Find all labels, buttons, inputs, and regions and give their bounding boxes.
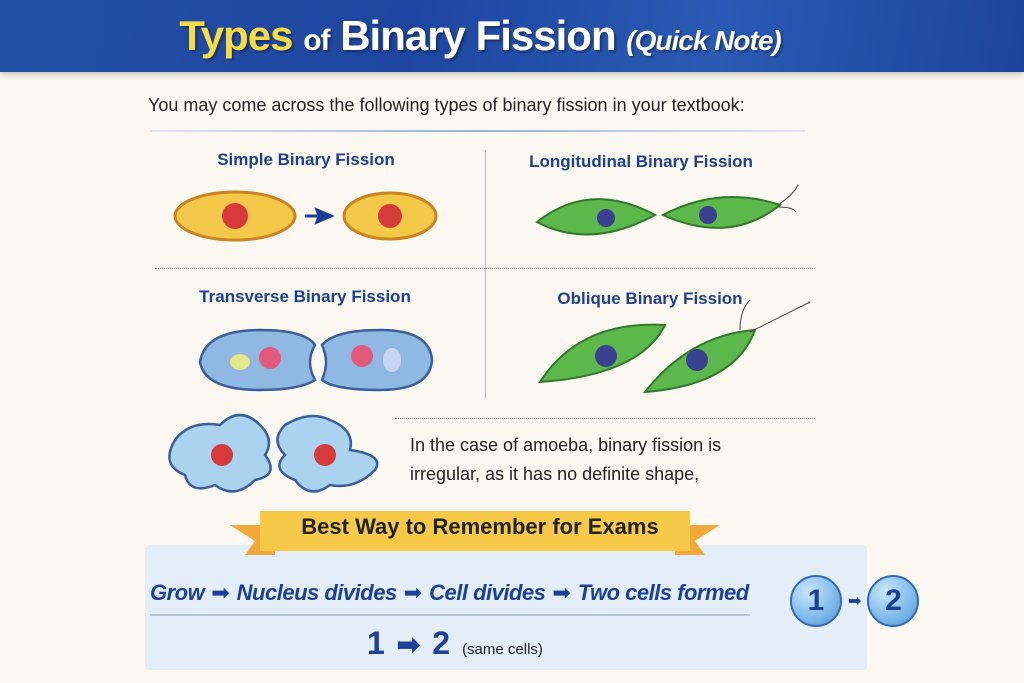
title-main: Binary Fission xyxy=(340,12,616,59)
amoeba-text-line1: In the case of amoeba, binary fission is xyxy=(410,435,722,455)
title-types: Types xyxy=(179,12,293,59)
ribbon-banner xyxy=(230,511,720,555)
heading-oblique: Oblique Binary Fission xyxy=(557,289,743,308)
circle-one: 1 xyxy=(790,575,842,627)
horizontal-divider xyxy=(155,268,815,269)
intro-text: You may come across the following types … xyxy=(148,95,745,115)
longitudinal-fission-illustration xyxy=(535,184,799,236)
count-to: 2 xyxy=(432,625,451,661)
count-row: 1 ➡ 2 (same cells) xyxy=(367,625,543,662)
arrow-icon: ➡ xyxy=(211,580,230,605)
banner-title: Best Way to Remember for Exams xyxy=(301,514,659,539)
step-cell-divides: Cell divides xyxy=(429,580,546,605)
arrow-icon: ➡ xyxy=(396,629,421,660)
heading-longitudinal: Longitudinal Binary Fission xyxy=(529,152,753,171)
arrow-icon: ➡ xyxy=(403,580,423,605)
arrow-icon: ➡ xyxy=(552,580,571,605)
simple-fission-illustration xyxy=(173,190,438,242)
title-quick-note: (Quick Note) xyxy=(626,25,781,56)
header-banner xyxy=(0,0,1024,72)
heading-simple: Simple Binary Fission xyxy=(217,150,395,169)
same-cells-note: (same cells) xyxy=(462,641,543,658)
title-of: of xyxy=(303,24,330,57)
steps-row: Grow ➡ Nucleus divides ➡ Cell divides ➡ … xyxy=(150,580,749,606)
transverse-fission-illustration xyxy=(198,328,434,392)
remember-panel xyxy=(145,545,867,670)
divider xyxy=(150,130,805,132)
amoeba-illustration xyxy=(168,413,379,493)
step-nucleus-divides: Nucleus divides xyxy=(236,580,398,605)
step-grow: Grow xyxy=(150,580,205,605)
circle-row: 1 ➡ 2 xyxy=(790,575,920,627)
circle-two: 2 xyxy=(867,575,920,627)
vertical-divider xyxy=(485,150,486,398)
count-from: 1 xyxy=(367,625,385,661)
horizontal-divider xyxy=(395,418,815,419)
oblique-fission-illustration xyxy=(538,299,811,394)
amoeba-text-line2: irregular, as it has no definite shape, xyxy=(410,464,700,484)
steps-underline xyxy=(150,614,750,616)
page-title: Types of Binary Fission (Quick Note) xyxy=(0,12,960,60)
step-two-cells-formed: Two cells formed xyxy=(577,580,749,605)
arrow-icon: ➡ xyxy=(848,593,862,610)
heading-transverse: Transverse Binary Fission xyxy=(199,287,411,306)
